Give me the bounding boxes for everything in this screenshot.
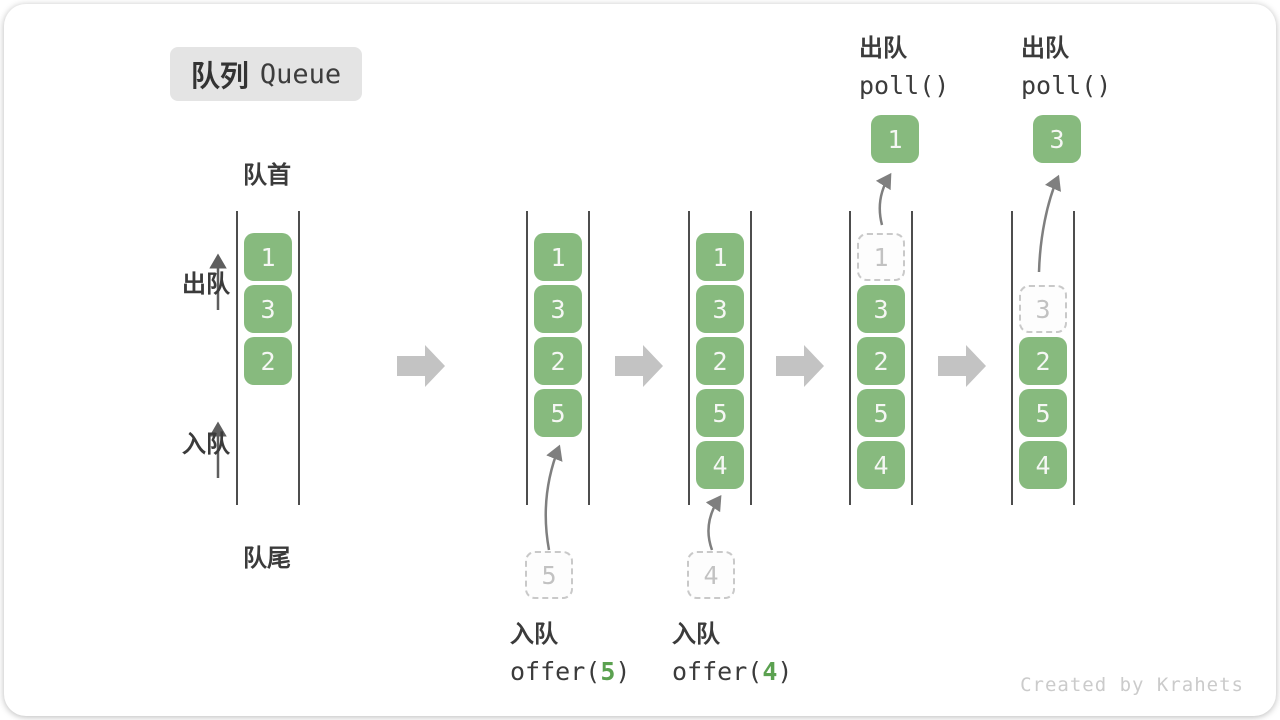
code-arg: 4 xyxy=(762,657,778,686)
enqueue-operation-label: 入队 offer(5) xyxy=(510,614,630,686)
code-before: offer( xyxy=(672,657,763,686)
title-badge: 队列 Queue xyxy=(170,47,362,101)
queue-cell-filled: 2 xyxy=(244,337,292,385)
title-zh: 队列 xyxy=(190,61,249,93)
queue-cell-filled: 2 xyxy=(696,337,744,385)
queue-wall xyxy=(236,211,238,505)
operation-code-label: offer(5) xyxy=(510,657,630,686)
code-before: offer( xyxy=(510,657,601,686)
queue-rear-label: 队尾 xyxy=(243,545,291,572)
enqueue-arrow-icon xyxy=(544,444,563,551)
queue-wall xyxy=(1011,211,1013,505)
code-before: poll() xyxy=(859,71,950,100)
queue-cell-filled: 3 xyxy=(534,285,582,333)
flow-arrow-icon xyxy=(776,345,824,387)
queue-cell-filled: 4 xyxy=(696,441,744,489)
code-after: ) xyxy=(615,657,631,686)
queue-cell-filled: 5 xyxy=(534,389,582,437)
operation-code-label: poll() xyxy=(1021,71,1111,100)
queue-wall xyxy=(1073,211,1075,505)
incoming-value-box: 5 xyxy=(525,551,573,599)
dequeue-operation-label: 出队 poll() xyxy=(859,28,949,100)
outgoing-value-box: 3 xyxy=(1033,115,1081,163)
queue-wall xyxy=(750,211,752,505)
queue-cell-filled: 3 xyxy=(244,285,292,333)
queue-cell-filled: 5 xyxy=(696,389,744,437)
flow-arrow-icon xyxy=(938,345,986,387)
outgoing-value-box: 1 xyxy=(871,115,919,163)
queue-wall xyxy=(298,211,300,505)
queue-wall xyxy=(526,211,528,505)
dequeue-side-label: 出队 xyxy=(182,271,230,298)
operation-zh-label: 入队 xyxy=(672,621,720,648)
dequeue-operation-label: 出队 poll() xyxy=(1021,28,1111,100)
queue-cell-ghost: 1 xyxy=(857,233,905,281)
enqueue-arrow-icon xyxy=(705,494,722,551)
queue-cell-filled: 3 xyxy=(696,285,744,333)
queue-cell-filled: 1 xyxy=(244,233,292,281)
queue-cell-filled: 2 xyxy=(857,337,905,385)
code-before: poll() xyxy=(1021,71,1112,100)
queue-cell-filled: 2 xyxy=(534,337,582,385)
queue-cell-filled: 4 xyxy=(857,441,905,489)
operation-code-label: poll() xyxy=(859,71,949,100)
flow-arrow-icon xyxy=(397,345,445,387)
queue-front-label: 队首 xyxy=(243,162,291,189)
code-after: ) xyxy=(777,657,793,686)
operation-code-label: offer(4) xyxy=(672,657,792,686)
flow-arrow-icon xyxy=(615,345,663,387)
queue-wall xyxy=(849,211,851,505)
queue-cell-filled: 3 xyxy=(857,285,905,333)
dequeue-arrow-icon xyxy=(875,172,892,226)
code-arg: 5 xyxy=(600,657,616,686)
queue-cell-filled: 5 xyxy=(1019,389,1067,437)
operation-zh-label: 入队 xyxy=(510,621,558,648)
queue-wall xyxy=(911,211,913,505)
enqueue-side-label: 入队 xyxy=(182,431,230,458)
queue-cell-filled: 5 xyxy=(857,389,905,437)
incoming-value-box: 4 xyxy=(687,551,735,599)
queue-cell-filled: 4 xyxy=(1019,441,1067,489)
title-en: Queue xyxy=(259,58,342,90)
queue-cell-filled: 1 xyxy=(534,233,582,281)
operation-zh-label: 出队 xyxy=(859,35,907,62)
queue-wall xyxy=(588,211,590,505)
enqueue-operation-label: 入队 offer(4) xyxy=(672,614,792,686)
queue-cell-filled: 2 xyxy=(1019,337,1067,385)
queue-wall xyxy=(688,211,690,505)
watermark: Created by Krahets xyxy=(1020,674,1244,696)
queue-cell-filled: 1 xyxy=(696,233,744,281)
dequeue-arrow-icon xyxy=(1037,174,1061,273)
queue-cell-ghost: 3 xyxy=(1019,285,1067,333)
operation-zh-label: 出队 xyxy=(1021,35,1069,62)
